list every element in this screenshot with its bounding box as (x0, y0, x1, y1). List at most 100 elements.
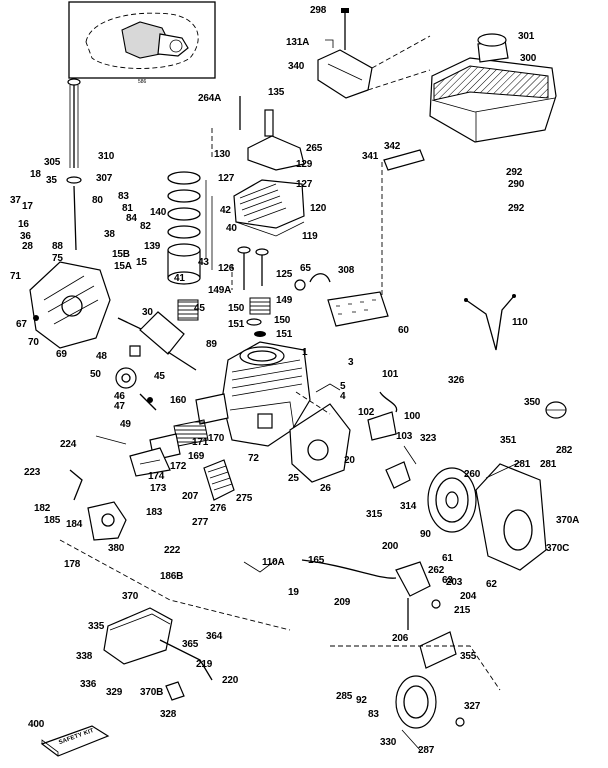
part-label-262: 262 (428, 565, 445, 576)
governor-parts (115, 345, 157, 411)
part-label-281a: 281 (514, 459, 531, 470)
part-label-275: 275 (236, 493, 253, 504)
air-filter (203, 459, 235, 501)
part-label-186b: 186B (160, 571, 184, 582)
part-label-130: 130 (214, 149, 231, 160)
part-label-60: 60 (398, 325, 409, 336)
part-label-36: 36 (20, 231, 31, 242)
part-label-127a: 127 (218, 173, 235, 184)
part-label-150a: 150 (228, 303, 245, 314)
part-label-89: 89 (206, 339, 217, 350)
part-label-47: 47 (114, 401, 125, 412)
starter-cup (545, 401, 567, 419)
part-label-62: 62 (486, 579, 497, 590)
part-label-20: 20 (344, 455, 355, 466)
part-label-131a: 131A (286, 37, 310, 48)
part-label-219: 219 (196, 659, 213, 670)
part-label-400: 400 (28, 719, 45, 730)
inset-detail-box (68, 1, 216, 79)
intake-gaskets (129, 393, 229, 477)
part-label-80: 80 (92, 195, 103, 206)
part-label-151b: 151 (276, 329, 293, 340)
part-label-19: 19 (288, 587, 299, 598)
part-label-18: 18 (30, 169, 41, 180)
blower-housing (475, 461, 547, 571)
part-label-67: 67 (16, 319, 27, 330)
part-label-26: 26 (320, 483, 331, 494)
throttle-bracket (381, 149, 425, 296)
part-label-330: 330 (380, 737, 397, 748)
crankshaft (117, 311, 197, 371)
muffler-shield (309, 273, 389, 327)
part-label-370c: 370C (546, 543, 570, 554)
part-label-81: 81 (122, 203, 133, 214)
part-label-135: 135 (268, 87, 285, 98)
part-label-300: 300 (520, 53, 537, 64)
part-label-119: 119 (302, 231, 318, 242)
part-label-43: 43 (198, 257, 209, 268)
part-label-83b: 83 (368, 709, 379, 720)
wire-harness (464, 294, 516, 351)
tank-bracket (317, 8, 431, 99)
part-label-110a: 110A (262, 557, 285, 568)
part-label-5: 5 (340, 381, 346, 392)
mounting-flange (289, 403, 351, 483)
part-label-103: 103 (396, 431, 413, 442)
part-label-1: 1 (302, 347, 308, 358)
part-label-4: 4 (340, 391, 346, 402)
part-label-326: 326 (448, 375, 465, 386)
part-label-129: 129 (296, 159, 313, 170)
part-label-48: 48 (96, 351, 107, 362)
part-label-365: 365 (182, 639, 199, 650)
part-label-260: 260 (464, 469, 481, 480)
part-label-370a: 370A (556, 515, 580, 526)
part-label-100: 100 (404, 411, 421, 422)
part-label-355: 355 (460, 651, 477, 662)
part-label-92: 92 (356, 695, 367, 706)
part-label-30: 30 (142, 307, 153, 318)
valves-and-springs (177, 246, 306, 337)
part-label-203: 203 (446, 577, 463, 588)
part-label-25: 25 (288, 473, 299, 484)
part-label-351: 351 (500, 435, 517, 446)
part-label-182: 182 (34, 503, 51, 514)
part-label-160: 160 (170, 395, 187, 406)
part-label-90: 90 (420, 529, 431, 540)
part-label-149: 149 (276, 295, 293, 306)
part-label-329: 329 (106, 687, 123, 698)
part-label-183: 183 (146, 507, 163, 518)
part-label-70: 70 (28, 337, 39, 348)
part-label-101: 101 (382, 369, 399, 380)
part-label-72: 72 (248, 453, 259, 464)
part-label-151a: 151 (228, 319, 245, 330)
part-label-301: 301 (518, 31, 535, 42)
part-label-277: 277 (192, 517, 209, 528)
part-label-165: 165 (308, 555, 325, 566)
part-label-28: 28 (22, 241, 33, 252)
cylinder-head-cover (239, 96, 305, 171)
piston-rings (167, 171, 213, 285)
part-label-15b: 15B (112, 249, 130, 260)
part-label-335: 335 (88, 621, 105, 632)
part-label-338: 338 (76, 651, 93, 662)
part-label-336: 336 (80, 679, 97, 690)
part-label-84: 84 (126, 213, 137, 224)
part-label-204: 204 (460, 591, 477, 602)
part-label-285: 285 (336, 691, 353, 702)
part-label-264a: 264A (198, 93, 222, 104)
part-label-200: 200 (382, 541, 399, 552)
part-label-82: 82 (140, 221, 151, 232)
part-label-69: 69 (56, 349, 67, 360)
part-label-125: 125 (276, 269, 293, 280)
part-label-149a: 149A (208, 285, 232, 296)
part-label-224: 224 (60, 439, 77, 450)
part-label-281b: 281 (540, 459, 557, 470)
part-label-342: 342 (384, 141, 401, 152)
part-label-282: 282 (556, 445, 573, 456)
part-label-341: 341 (362, 151, 379, 162)
part-label-184: 184 (66, 519, 83, 530)
part-label-174: 174 (148, 471, 165, 482)
part-label-265: 265 (306, 143, 323, 154)
part-label-171: 171 (192, 437, 209, 448)
